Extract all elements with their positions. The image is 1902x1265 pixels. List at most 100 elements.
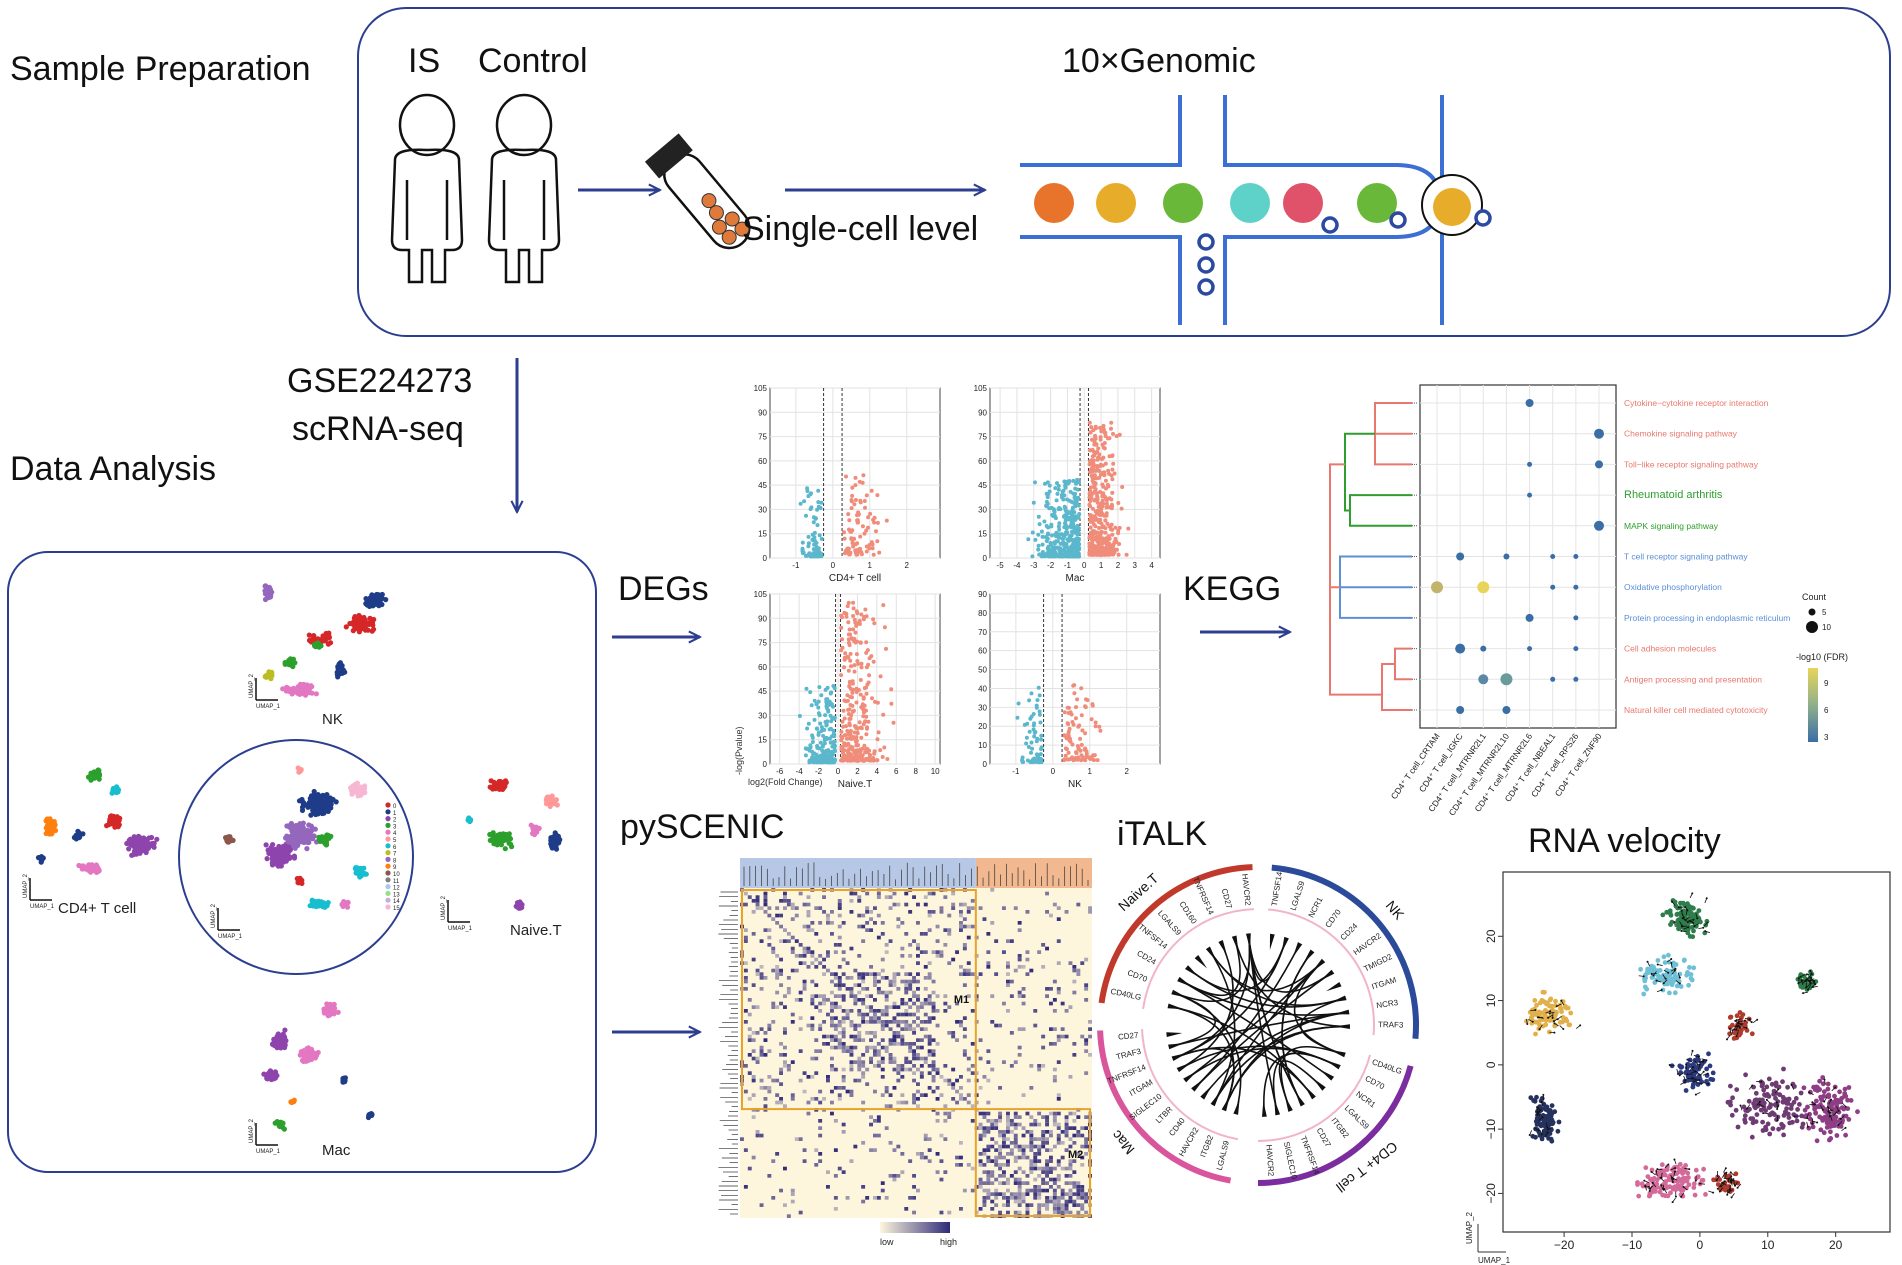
scenic-cell xyxy=(943,1111,948,1116)
volcano-point-up xyxy=(1076,755,1081,760)
scenic-cell xyxy=(900,979,905,984)
scenic-cell xyxy=(1072,979,1077,984)
scenic-cell xyxy=(826,998,830,1002)
volcano-point-up xyxy=(839,625,844,630)
volcano-point-up xyxy=(1103,530,1108,535)
volcano-point-up xyxy=(1093,434,1098,439)
volcano-point-down xyxy=(1069,525,1073,530)
scenic-cell xyxy=(818,1049,823,1053)
scenic-cell xyxy=(786,990,791,995)
scenic-cell xyxy=(810,1056,815,1061)
volcano-point-up xyxy=(848,651,853,656)
volcano-point-down xyxy=(1054,498,1059,503)
scenic-cell xyxy=(869,1009,874,1013)
scenic-cell xyxy=(869,910,874,914)
volcano-point-up xyxy=(1071,722,1076,727)
scenic-cell xyxy=(892,1148,897,1152)
volcano-point-up xyxy=(861,714,866,719)
scenic-cell xyxy=(763,1031,768,1035)
kegg-dot xyxy=(1527,461,1533,467)
scenic-cell xyxy=(880,990,885,995)
scenic-cell xyxy=(912,1100,917,1105)
volcano-point-down xyxy=(1057,527,1062,532)
umap-point xyxy=(269,855,276,861)
scenic-cell xyxy=(869,1038,874,1042)
volcano-point-up xyxy=(845,546,850,551)
umap-point xyxy=(491,840,497,846)
volcano-point-up xyxy=(1104,486,1108,491)
scenic-cell xyxy=(869,1115,874,1119)
scenic-cell xyxy=(978,1086,983,1090)
scenic-cell xyxy=(755,968,760,973)
umap-point xyxy=(291,831,297,837)
volcano-point-down xyxy=(1036,543,1041,548)
scenic-cell xyxy=(927,998,932,1002)
volcano-point-up xyxy=(866,515,871,520)
scenic-cell xyxy=(896,1005,901,1009)
volcano-point-down xyxy=(1030,530,1035,535)
scenic-cell xyxy=(1017,1148,1022,1152)
volcano-point-up xyxy=(846,707,851,712)
volcano-ytick: 90 xyxy=(758,614,767,623)
scenic-cell xyxy=(1029,1137,1034,1141)
volcano-point-up xyxy=(1098,728,1103,733)
scenic-cell xyxy=(1084,1144,1089,1149)
volcano-point-down xyxy=(1057,521,1062,526)
scenic-cell xyxy=(947,1082,952,1086)
scenic-cell xyxy=(810,1097,815,1101)
volcano-point-up xyxy=(1092,473,1097,478)
scenic-cell xyxy=(912,990,917,995)
scenic-cell xyxy=(935,1023,940,1028)
scenic-cell xyxy=(919,1071,924,1075)
scenic-cell xyxy=(751,957,756,962)
volcano-point-up xyxy=(874,529,878,534)
scenic-cell xyxy=(919,1064,924,1068)
volcano-point-up xyxy=(842,698,847,703)
scenic-cell xyxy=(861,913,866,918)
scenic-cell xyxy=(1006,961,1010,965)
scenic-cell xyxy=(916,1016,920,1020)
scenic-cell xyxy=(1045,994,1050,998)
scenic-cell xyxy=(1029,1141,1034,1145)
umap-point xyxy=(265,588,271,595)
scenic-cell xyxy=(1049,1133,1053,1138)
scenic-cell xyxy=(806,950,811,954)
scenic-cell xyxy=(900,1034,905,1039)
scenic-cell xyxy=(884,994,889,998)
volcano-point-up xyxy=(1093,720,1098,725)
volcano-point-up xyxy=(868,753,872,757)
volcano-point-up xyxy=(1094,450,1098,455)
volcano-point-up xyxy=(1085,754,1090,759)
legend-label: 8 xyxy=(393,858,397,864)
kegg-dot xyxy=(1503,553,1510,560)
scenic-cell xyxy=(857,1064,862,1068)
scenic-cell xyxy=(959,1086,963,1090)
volcano-point-down xyxy=(806,534,811,539)
scenic-cell xyxy=(1013,1144,1018,1149)
scenic-cell xyxy=(908,998,913,1002)
scenic-cell xyxy=(959,921,963,925)
scenic-cell xyxy=(775,913,780,918)
volcano-point-up xyxy=(1087,462,1092,467)
scenic-cell xyxy=(1006,1130,1010,1134)
volcano-point-down xyxy=(1031,712,1036,716)
scenic-cell xyxy=(955,1089,960,1094)
scenic-cell xyxy=(841,1027,846,1031)
scenic-cell xyxy=(880,1067,885,1072)
scenic-cell xyxy=(1033,1023,1038,1028)
volcano-point-up xyxy=(881,712,886,717)
scenic-cell xyxy=(830,1020,834,1024)
scenic-cell xyxy=(830,1064,834,1068)
scenic-cell xyxy=(849,1023,854,1028)
volcano-point-down xyxy=(1037,693,1042,698)
scenic-cell xyxy=(1052,902,1057,907)
volcano-point-up xyxy=(848,694,853,699)
volcano-point-down xyxy=(819,536,824,541)
scenic-cell xyxy=(876,1053,881,1057)
volcano-point-down xyxy=(1076,539,1081,544)
volcano-point-up xyxy=(847,527,851,532)
scenic-cell xyxy=(951,902,956,907)
volcano-point-up xyxy=(851,606,856,611)
volcano-point-down xyxy=(810,740,815,744)
